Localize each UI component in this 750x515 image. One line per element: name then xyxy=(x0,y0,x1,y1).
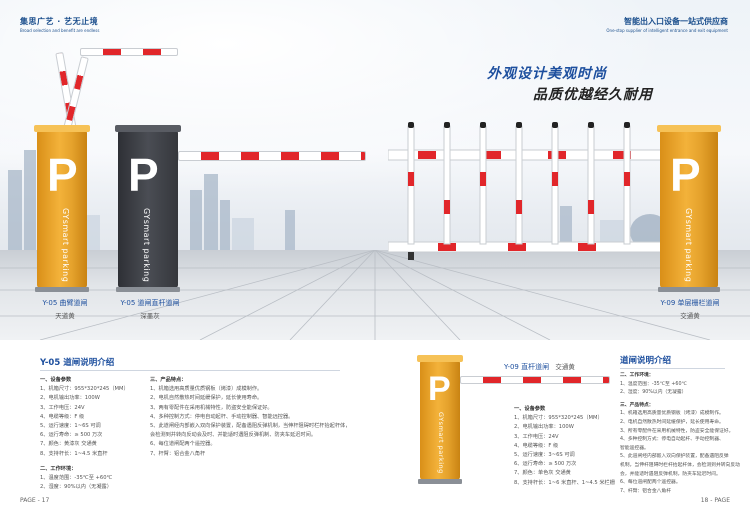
feature-heading: 三、产品特点： xyxy=(620,402,654,408)
cabinet-brand-text-small: GYsmart parking xyxy=(437,412,445,474)
spec-item: 7、颜色：单色灰 交通黄 xyxy=(514,470,571,477)
caption-model: Y-05 道闸直杆道闸 xyxy=(120,299,180,307)
env-heading: 二、工作环境： xyxy=(40,465,77,472)
caption-y05-folding: Y-05 曲臂道闸 天道黄 xyxy=(30,298,100,320)
caption-y09-fence: Y-09 单层栅栏道闸 交通黄 xyxy=(650,298,730,320)
brand-header-right: 智能出入口设备一站式供应商 One-stop supplier of intel… xyxy=(606,16,728,33)
feature-item: 5、此道闸经内部嵌入双向保护装置，配备遇阻反弹机制，当伸杆阻碍时栏杆抬起杆体， xyxy=(150,423,351,430)
spec-item: 3、工作电压：24V xyxy=(40,404,85,411)
parking-p-logo-dark: P xyxy=(128,149,159,201)
spec-item: 4、电缆等级：F 级 xyxy=(40,413,85,420)
spec-heading: 一、设备参数 xyxy=(40,377,72,383)
folding-arm-horizontal xyxy=(80,48,178,56)
fence-barrier xyxy=(388,122,668,260)
cabinet-y05-folding: P GYsmart parking xyxy=(34,125,90,292)
right-spec-column: 一、设备参数 1、机箱尺寸：955*320*245（MM） 2、电机输出功率：1… xyxy=(514,405,624,488)
caption-color: 交通黄 xyxy=(680,312,700,320)
feature-item: 2、电机自然散热时间延缓保护，延长使用寿命。 xyxy=(620,419,724,425)
feature-item: 5、此道闸经内部嵌入双向保护装置，配备遇阻反弹 xyxy=(620,454,729,460)
spec-item: 1、机箱尺寸：955*320*245（MM） xyxy=(514,415,603,422)
caption-color: 天道黄 xyxy=(55,312,75,320)
left-feature-column: 三、产品特点： 1、机箱选用高质量优质钢板（烤漆）成模制作。 2、电机自然散热时… xyxy=(150,376,355,459)
divider xyxy=(620,368,725,369)
spec-item: 2、电机输出功率：100W xyxy=(40,395,100,402)
cabinet-brand-text-right: GYsmart parking xyxy=(684,208,693,283)
floor-grid xyxy=(0,250,750,340)
spec-item: 1、机箱尺寸：955*320*245（MM） xyxy=(40,386,129,393)
caption-model: Y-09 单层栅栏道闸 xyxy=(660,299,720,307)
cabinet-brand-text: GYsmart parking xyxy=(61,208,70,283)
feature-item: 7、杆臂：铝合金八角杆 xyxy=(620,488,672,494)
cabinet-y05-straight: P GYsmart parking xyxy=(115,125,181,292)
spec-item: 8、支持杆长：1~4.5 米直杆 xyxy=(40,450,108,457)
env-heading: 二、工作环境： xyxy=(620,373,654,378)
right-section-title: 道闸说明介绍 xyxy=(620,356,672,366)
feature-item: 会，并能适时遇阻反弹机制，防夹车延迟时间。 xyxy=(620,471,721,477)
page-number-right: 18 - PAGE xyxy=(700,497,730,504)
spec-item: 8、支持杆长：1~6 米直杆、1~4.5 米栏栅 xyxy=(514,479,615,486)
caption-y05-straight: Y-05 道闸直杆道闸 深墨灰 xyxy=(110,298,190,320)
brand-right-subtitle: One-stop supplier of intelligent entranc… xyxy=(606,28,728,33)
cabinet-brand-text-dark: GYsmart parking xyxy=(142,208,151,283)
feature-heading: 三、产品特点： xyxy=(150,377,187,383)
feature-item: 1、机箱选用高质量优质钢板（烤漆）成模制作。 xyxy=(150,386,263,393)
left-section-title: Y-05 道闸说明介绍 xyxy=(40,358,115,368)
feature-item: 3、所有零配件在采用机械特性，防盗安全能保证好。 xyxy=(620,428,734,434)
feature-item: 7、杆臂：铝合金八角杆 xyxy=(150,450,206,457)
slogan-line-2: 品质优越经久耐用 xyxy=(533,87,653,103)
brand-left-subtitle: Broad selection and benefit are endless xyxy=(20,28,100,33)
env-item: 1、温度范围：-35℃至 +60℃ xyxy=(40,475,113,482)
left-spec-column: 一、设备参数 1、机箱尺寸：955*320*245（MM） 2、电机输出功率：1… xyxy=(40,376,150,492)
parking-p-logo-right: P xyxy=(670,149,701,201)
feature-item: 4、多种控制方式：停电自动起杆、手动控制器、智能远控器。 xyxy=(150,413,294,420)
feature-item: 智能遥控器。 xyxy=(620,445,649,451)
cabinet-y09-straight: P GYsmart parking xyxy=(417,355,463,484)
y09-straight-boom-arm xyxy=(460,376,610,384)
feature-item: 6、每位道闸配两个遥控器。 xyxy=(620,480,681,486)
straight-boom-arm xyxy=(178,151,366,161)
page-number-left: PAGE - 17 xyxy=(20,497,50,504)
env-item: 1、温度范围：-35℃至 +60℃ xyxy=(620,381,687,387)
feature-item: 2、电机自然散热时间延缓保护，延长使用寿命。 xyxy=(150,395,263,402)
parking-p-logo: P xyxy=(47,149,78,201)
feature-item: 机制，当伸杆阻碍时栏杆抬起杆体，会检测到并转向反动 xyxy=(620,462,740,468)
spec-item: 5、运行速度：1~6S 可调 xyxy=(40,423,101,430)
caption-color: 交通黄 xyxy=(555,363,575,371)
spec-item: 5、运行速度：3~6S 可调 xyxy=(514,452,575,459)
divider xyxy=(40,370,340,371)
slogan-line-1: 外观设计美观时尚 xyxy=(487,66,607,82)
parking-p-logo-small: P xyxy=(428,370,451,408)
caption-model: Y-05 曲臂道闸 xyxy=(42,299,88,307)
env-item: 2、湿度：90%以内（无凝露） xyxy=(40,484,112,491)
env-item: 2、湿度：90%以内（无凝露） xyxy=(620,390,687,396)
caption-y09-straight: Y-09 直杆道闸 交通黄 xyxy=(504,361,594,372)
feature-item: 6、每位道闸配两个遥控器。 xyxy=(150,441,216,448)
spec-heading: 一、设备参数 xyxy=(514,406,546,412)
spec-item: 3、工作电压：24V xyxy=(514,433,559,440)
spec-item: 4、电缆等级：F 级 xyxy=(514,442,559,449)
spec-item: 6、运行寿命：≥ 500 万次 xyxy=(514,461,577,468)
right-feature-column: 二、工作环境： 1、温度范围：-35℃至 +60℃ 2、湿度：90%以内（无凝露… xyxy=(620,372,742,496)
brand-header-left: 集思广艺 · 艺无止境 Broad selection and benefit … xyxy=(20,16,99,33)
cabinet-y09-fence: P GYsmart parking xyxy=(657,125,721,292)
spec-item: 6、运行寿命：≥ 500 万次 xyxy=(40,432,103,439)
spec-item: 7、颜色：黄漆灰 交通黄 xyxy=(40,441,97,448)
hero-photo: 集思广艺 · 艺无止境 Broad selection and benefit … xyxy=(0,0,750,340)
feature-item: 会检测到并转向反动会及时、并能适时遇阻反弹机制、防夹车延迟时间。 xyxy=(150,432,317,439)
feature-item: 3、两有零配件在采用机械特性，防盗安全能保证好。 xyxy=(150,404,273,411)
caption-color: 深墨灰 xyxy=(140,312,160,320)
caption-model: Y-09 直杆道闸 xyxy=(504,363,550,371)
brand-right-title: 智能出入口设备一站式供应商 xyxy=(624,17,728,26)
spec-item: 2、电机输出功率：100W xyxy=(514,424,574,431)
feature-item: 4、多种控制方式：停电自动起杆、手动控制器、 xyxy=(620,437,724,443)
brand-left-title: 集思广艺 · 艺无止境 xyxy=(20,17,99,26)
feature-item: 1、机箱选用高质量优质钢板（烤漆）成模制作。 xyxy=(620,411,724,417)
